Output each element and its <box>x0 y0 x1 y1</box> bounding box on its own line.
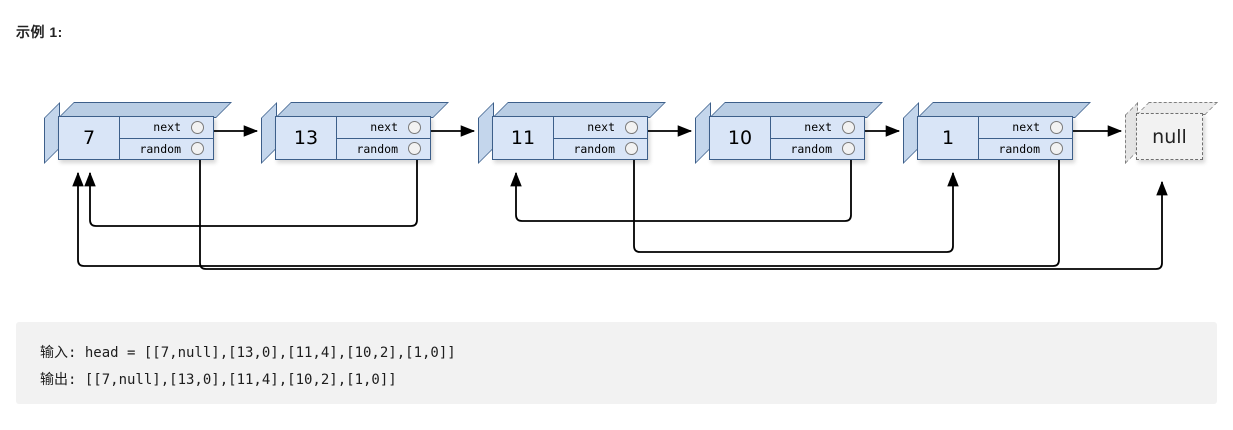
node-front-face: 1 next random <box>917 116 1073 160</box>
next-pointer-row[interactable]: next <box>120 117 213 139</box>
node-pointers: next random <box>979 117 1072 159</box>
node-value: 11 <box>493 117 554 159</box>
random-curve-4-to-0 <box>72 157 1060 267</box>
random-pointer-dot[interactable] <box>408 142 421 156</box>
connector-layer <box>72 125 1168 270</box>
next-label: next <box>804 120 832 135</box>
random-pointer-dot[interactable] <box>191 142 204 156</box>
node-front-face: 11 next random <box>492 116 648 160</box>
random-pointer-row[interactable]: random <box>120 139 213 160</box>
linked-list-diagram: 7 next random 13 next <box>0 60 1233 300</box>
node-front-face: 13 next random <box>275 116 431 160</box>
next-pointer-row[interactable]: next <box>337 117 430 139</box>
code-line-input: 输入: head = [[7,null],[13,0],[11,4],[10,2… <box>40 345 456 361</box>
random-label: random <box>356 141 398 156</box>
next-pointer-dot[interactable] <box>625 120 638 134</box>
node-pointers: next random <box>120 117 213 159</box>
next-pointer-dot[interactable] <box>408 120 421 134</box>
example-code-block: 输入: head = [[7,null],[13,0],[11,4],[10,2… <box>16 322 1217 404</box>
random-label: random <box>573 141 615 156</box>
null-label: null <box>1136 113 1203 160</box>
next-pointer-dot[interactable] <box>1050 120 1063 134</box>
list-node-4[interactable]: 1 next random <box>903 102 1091 164</box>
random-label: random <box>790 141 832 156</box>
next-label: next <box>153 120 181 135</box>
node-value: 10 <box>710 117 771 159</box>
node-pointers: next random <box>337 117 430 159</box>
random-pointer-dot[interactable] <box>842 142 855 156</box>
next-pointer-row[interactable]: next <box>554 117 647 139</box>
random-curve-1-to-0 <box>84 157 418 227</box>
next-label: next <box>370 120 398 135</box>
node-value: 1 <box>918 117 979 159</box>
list-node-1[interactable]: 13 next random <box>261 102 449 164</box>
random-pointer-row[interactable]: random <box>337 139 430 160</box>
random-curve-3-to-2 <box>510 157 852 222</box>
node-value: 7 <box>59 117 120 159</box>
list-node-2[interactable]: 11 next random <box>478 102 666 164</box>
random-pointer-row[interactable]: random <box>979 139 1072 160</box>
example-title: 示例 1: <box>16 24 63 40</box>
random-curve-2-to-4 <box>633 157 959 253</box>
node-value: 13 <box>276 117 337 159</box>
random-pointer-dot[interactable] <box>625 142 638 156</box>
random-pointer-dot[interactable] <box>1050 142 1063 156</box>
next-label: next <box>1012 120 1040 135</box>
list-node-3[interactable]: 10 next random <box>695 102 883 164</box>
list-node-0[interactable]: 7 next random <box>44 102 232 164</box>
null-terminator-node: null <box>1125 102 1218 164</box>
random-pointer-row[interactable]: random <box>554 139 647 160</box>
next-label: next <box>587 120 615 135</box>
code-line-output: 输出: [[7,null],[13,0],[11,4],[10,2],[1,0]… <box>40 372 397 388</box>
random-label: random <box>998 141 1040 156</box>
node-pointers: next random <box>771 117 864 159</box>
node-pointers: next random <box>554 117 647 159</box>
node-front-face: 10 next random <box>709 116 865 160</box>
random-pointer-row[interactable]: random <box>771 139 864 160</box>
next-pointer-row[interactable]: next <box>771 117 864 139</box>
random-pointer-curves <box>72 157 1168 270</box>
next-pointer-dot[interactable] <box>191 120 204 134</box>
next-pointer-dot[interactable] <box>842 120 855 134</box>
next-pointer-row[interactable]: next <box>979 117 1072 139</box>
random-label: random <box>139 141 181 156</box>
node-front-face: 7 next random <box>58 116 214 160</box>
